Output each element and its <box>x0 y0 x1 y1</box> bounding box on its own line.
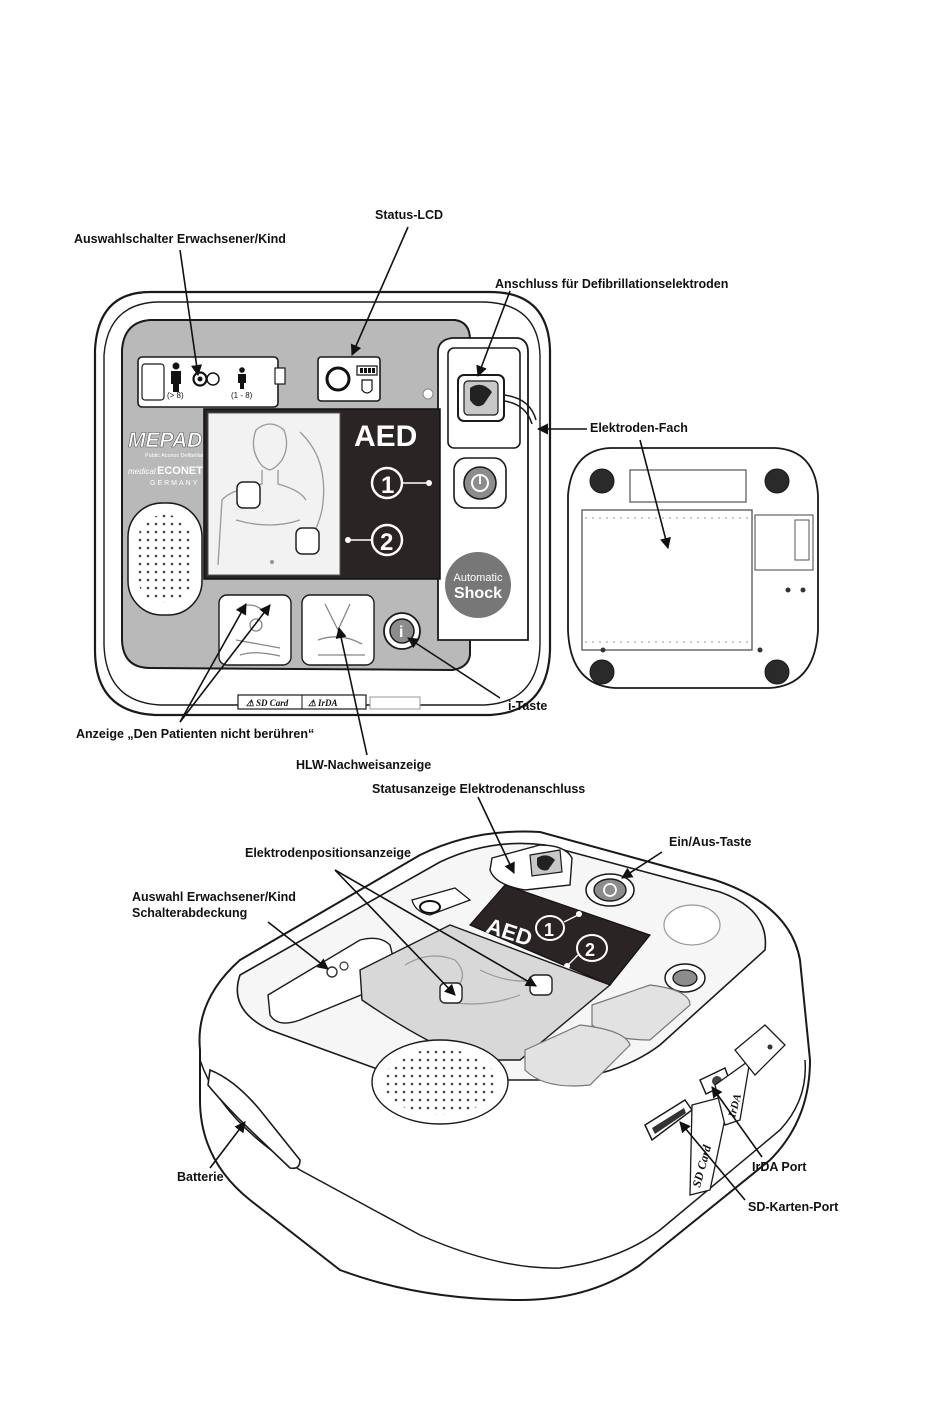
step-1-indicator-perspective: 1 <box>535 911 582 941</box>
sd-card-label: SD Card <box>256 698 289 708</box>
label-electrode-connector: Anschluss für Defibrillationselektroden <box>495 277 729 291</box>
brand-logo: MEPAD <box>128 429 202 452</box>
label-sd-port: SD-Karten-Port <box>748 1200 839 1214</box>
power-button[interactable] <box>453 457 507 509</box>
speaker-grille <box>127 502 203 616</box>
info-button[interactable]: i <box>383 612 421 650</box>
svg-text:i: i <box>399 624 403 641</box>
label-do-not-touch: Anzeige „Den Patienten nicht berühren“ <box>76 727 315 741</box>
maker-logo: ECONET <box>157 465 203 477</box>
label-cpr-indicator: HLW-Nachweisanzeige <box>296 758 432 772</box>
adult-range: (> 8) <box>167 391 184 400</box>
power-button-perspective[interactable] <box>585 873 635 907</box>
svg-text:2: 2 <box>585 940 595 960</box>
selector-switch[interactable]: (> 8) (1 - 8) <box>137 356 286 408</box>
svg-text:Shock: Shock <box>454 585 502 602</box>
battery <box>207 1068 301 1170</box>
maker-country: GERMANY <box>150 480 199 487</box>
automatic-shock-badge: Automatic Shock <box>445 552 511 618</box>
cpr-indicator <box>301 594 375 666</box>
step-1-indicator: 1 <box>370 466 432 500</box>
brand-subtitle: Public Access Defibrillator <box>145 453 208 459</box>
info-button-perspective[interactable] <box>664 963 706 993</box>
status-lcd <box>317 356 381 402</box>
step-2-indicator: 2 <box>345 523 404 557</box>
label-status-lcd: Status-LCD <box>375 208 444 222</box>
label-battery: Batterie <box>177 1170 224 1184</box>
front-view: (> 8) (1 - 8) MEPAD Public Access Defibr… <box>93 290 552 717</box>
irda-label: IrDA <box>317 698 338 708</box>
label-selector-cover-line2: Schalterabdeckung <box>132 906 248 920</box>
step-2-indicator-perspective: 2 <box>564 934 608 969</box>
maker-prefix: medical <box>128 467 156 476</box>
svg-text:1: 1 <box>381 472 394 499</box>
svg-text:1: 1 <box>544 920 554 940</box>
port-cover-tabs: SD Card IrDA <box>689 1024 786 1196</box>
leader-lines <box>179 226 763 1201</box>
do-not-touch-indicator <box>218 594 292 666</box>
label-on-off: Ein/Aus-Taste <box>669 835 752 849</box>
aed-label: AED <box>354 420 417 453</box>
label-selector-adult-child: Auswahlschalter Erwachsener/Kind <box>74 232 286 246</box>
perspective-view: AED 1 2 <box>198 830 812 1302</box>
port-labels: ⚠ SD Card ⚠ IrDA <box>237 694 421 710</box>
svg-text:⚠: ⚠ <box>246 698 254 708</box>
electrode-position-figure <box>217 423 325 566</box>
label-electrode-status: Statusanzeige Elektrodenanschluss <box>372 782 586 796</box>
speaker-grille-perspective <box>371 1039 509 1125</box>
svg-text:2: 2 <box>380 529 393 556</box>
label-selector-cover-line1: Auswahl Erwachsener/Kind <box>132 890 296 904</box>
electrode-connector[interactable] <box>447 347 537 449</box>
label-i-button: i-Taste <box>508 699 548 713</box>
child-range: (1 - 8) <box>231 391 253 400</box>
label-electrode-position: Elektrodenpositionsanzeige <box>245 846 412 860</box>
adult-icon <box>171 362 181 392</box>
svg-text:Automatic: Automatic <box>454 572 503 584</box>
label-electrode-compartment: Elektroden-Fach <box>590 421 688 435</box>
child-icon <box>238 367 246 389</box>
back-view <box>567 447 819 689</box>
electrode-status-indicator <box>489 844 573 891</box>
label-irda-port: IrDA Port <box>752 1160 807 1174</box>
svg-text:⚠: ⚠ <box>308 698 316 708</box>
